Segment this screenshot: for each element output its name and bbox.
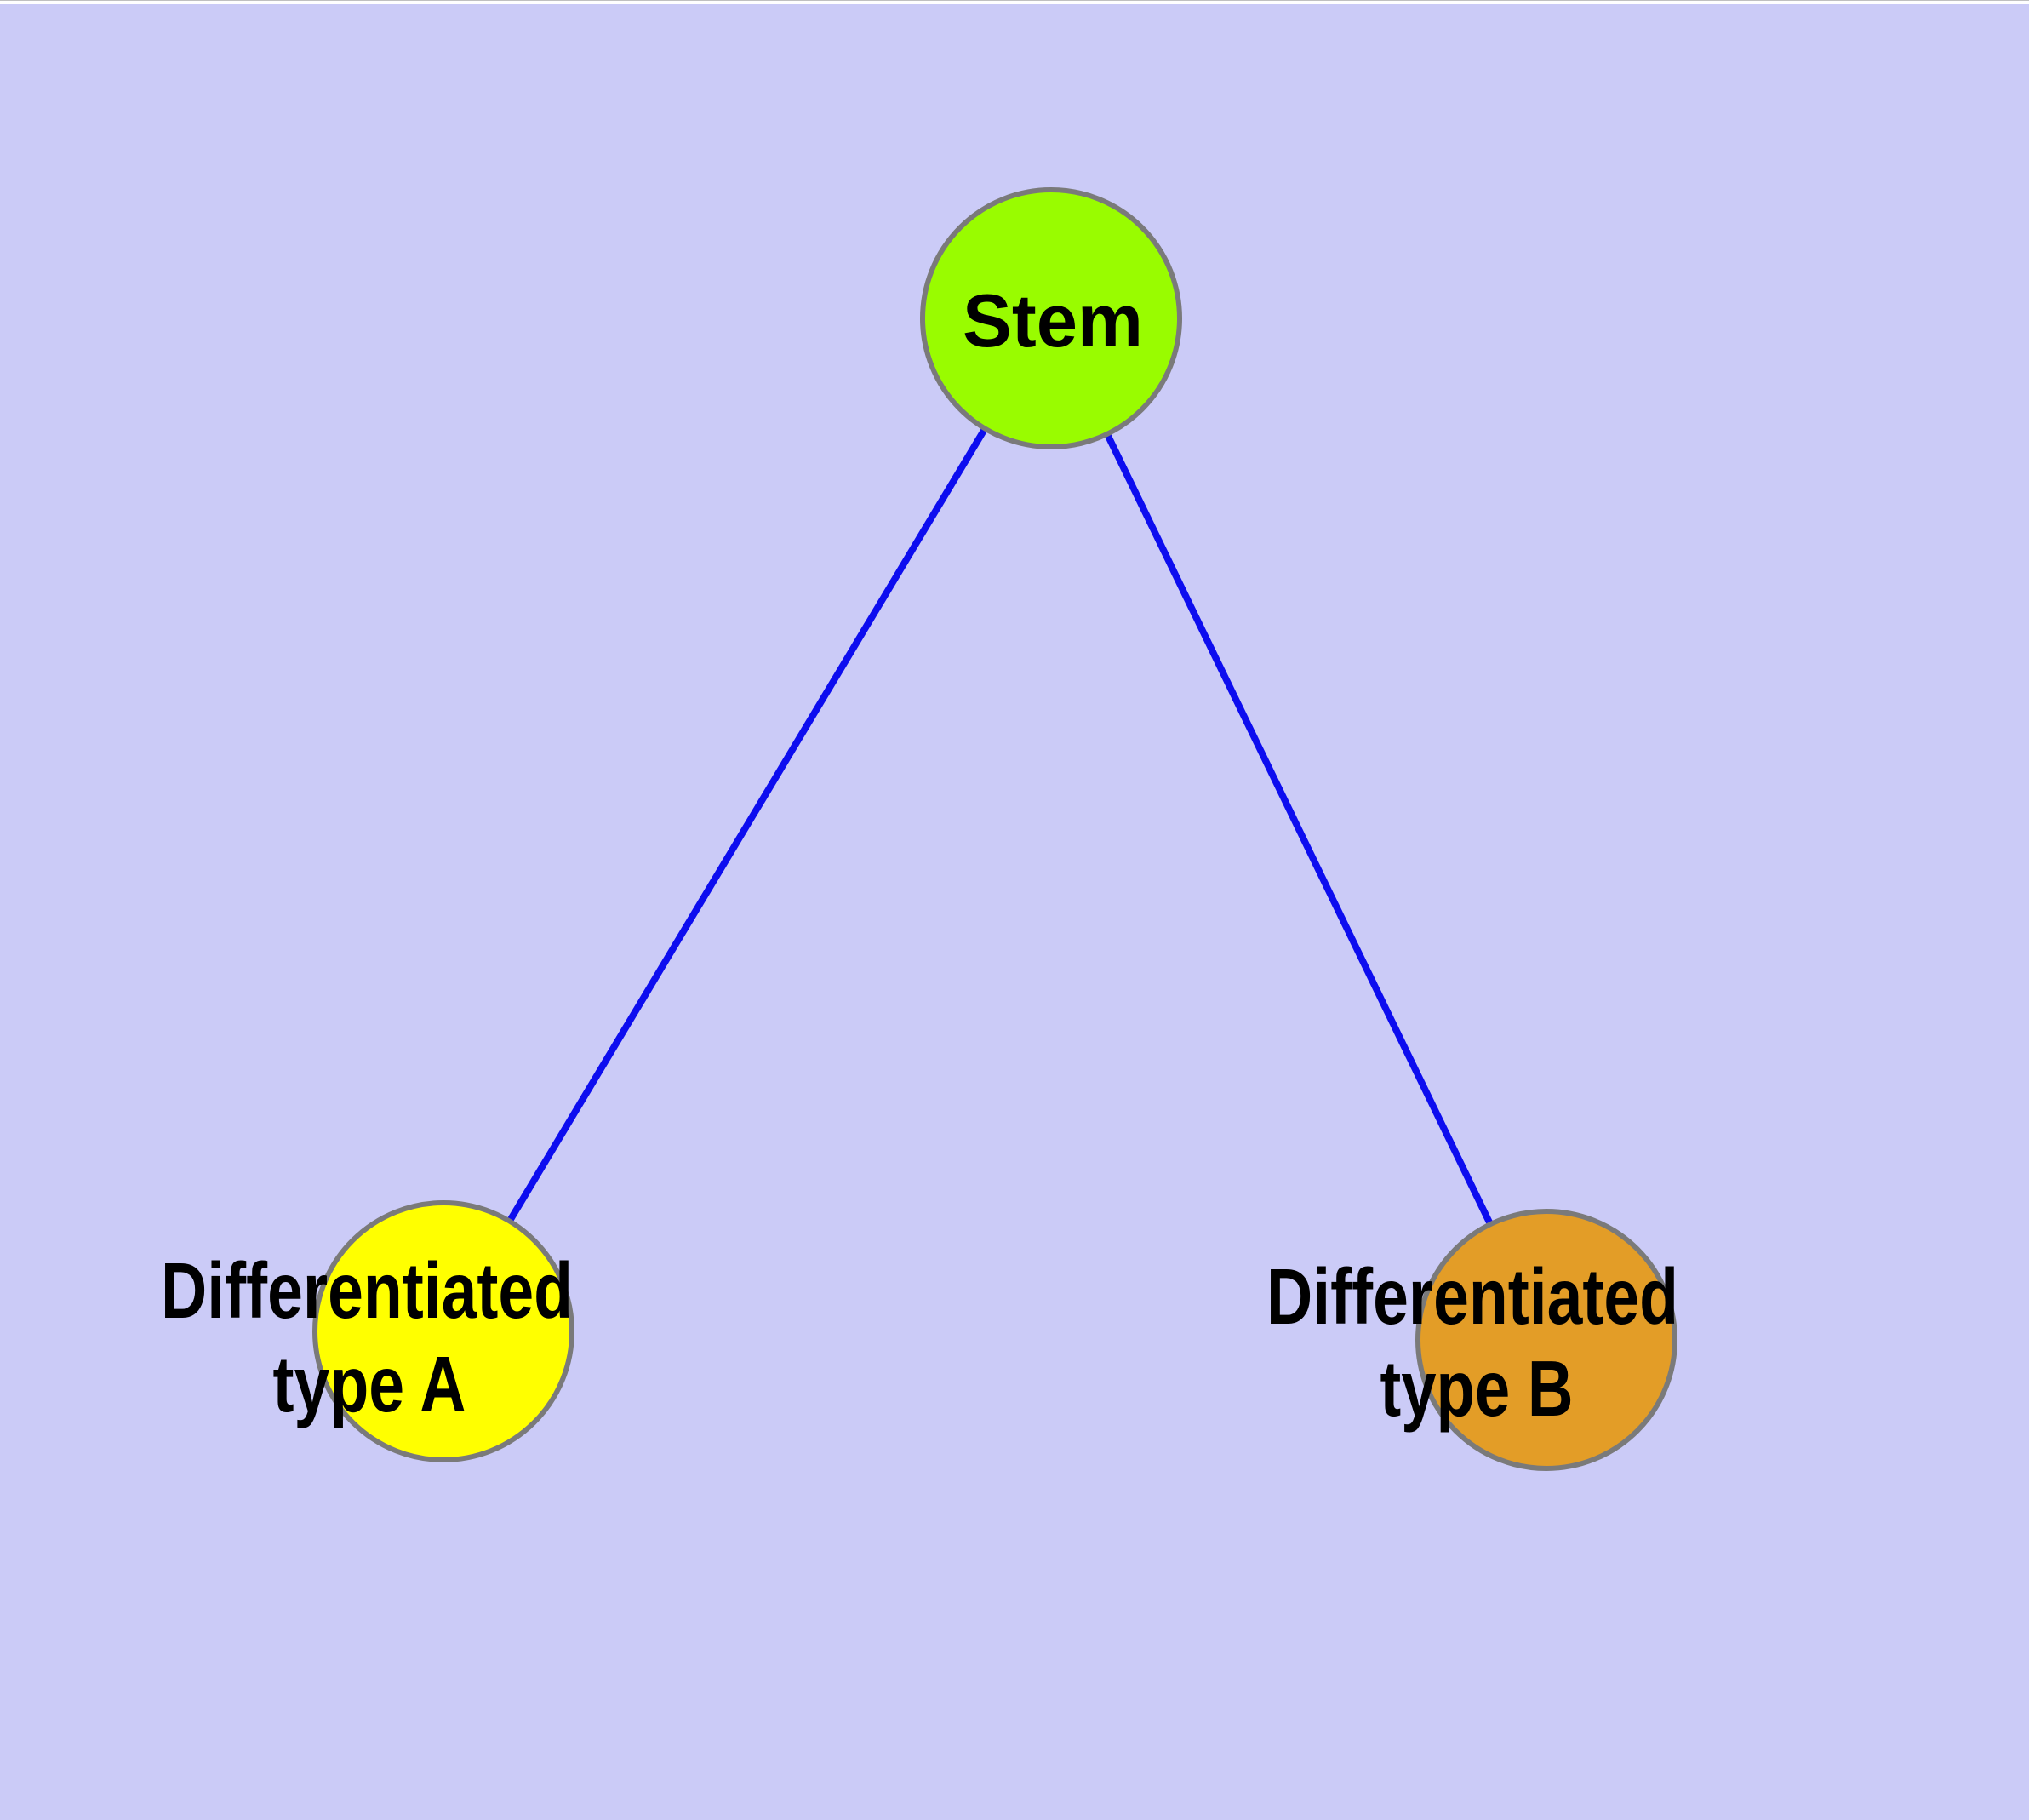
node-stem [920,187,1182,449]
node-type-b-label-line1: Differentiated [1266,1252,1678,1341]
edge-stem-to-type-a [440,316,1055,1334]
node-type-a-label-line2: type A [273,1340,466,1428]
node-differentiated-type-b [1415,1209,1677,1471]
node-stem-label: Stem [963,278,1143,363]
node-type-b-label-line2: type B [1380,1344,1574,1433]
node-differentiated-type-a [312,1200,574,1462]
window-top-strip [0,0,2029,4]
edge-stem-to-type-b [1048,317,1550,1342]
node-type-a-label-line1: Differentiated [161,1246,573,1335]
